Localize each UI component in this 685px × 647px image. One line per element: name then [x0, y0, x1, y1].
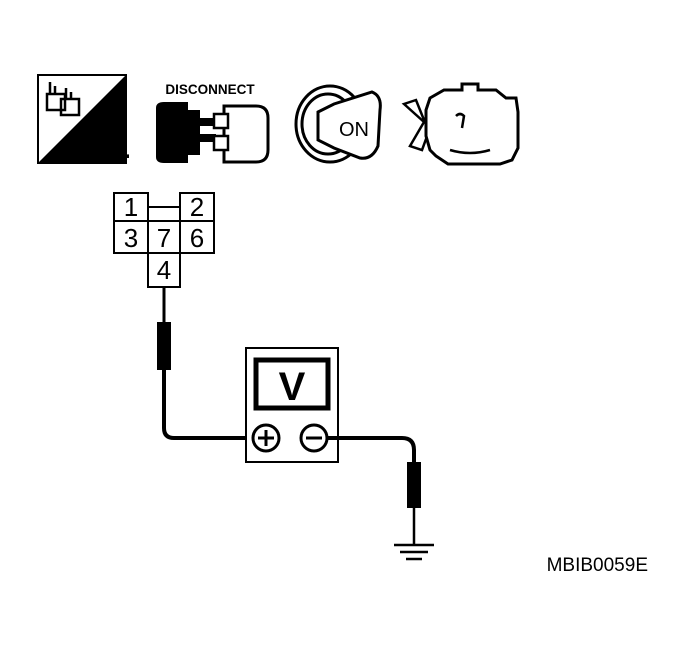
disconnect-label: DISCONNECT [165, 82, 255, 97]
troubleshoot-icon: T.S. [37, 74, 131, 164]
pin-1: 1 [124, 192, 138, 222]
pin-2: 2 [190, 192, 204, 222]
ignition-on-icon: ON [294, 84, 382, 164]
pin-7: 7 [157, 223, 171, 253]
voltmeter-display: V [279, 365, 306, 409]
pin-4: 4 [157, 255, 171, 285]
engine-icon [401, 82, 520, 166]
pin-3: 3 [124, 223, 138, 253]
ignition-label: ON [339, 119, 369, 141]
troubleshoot-label: T.S. [89, 137, 130, 164]
disconnect-icon: DISCONNECT [156, 82, 270, 164]
connector-face [113, 192, 215, 288]
pin-6: 6 [190, 223, 204, 253]
diagram-code: MBIB0059E [547, 555, 648, 576]
voltmeter: V [245, 347, 339, 463]
negative-probe-lead [327, 436, 421, 544]
ground-icon [394, 543, 434, 561]
positive-probe-lead [157, 287, 252, 440]
